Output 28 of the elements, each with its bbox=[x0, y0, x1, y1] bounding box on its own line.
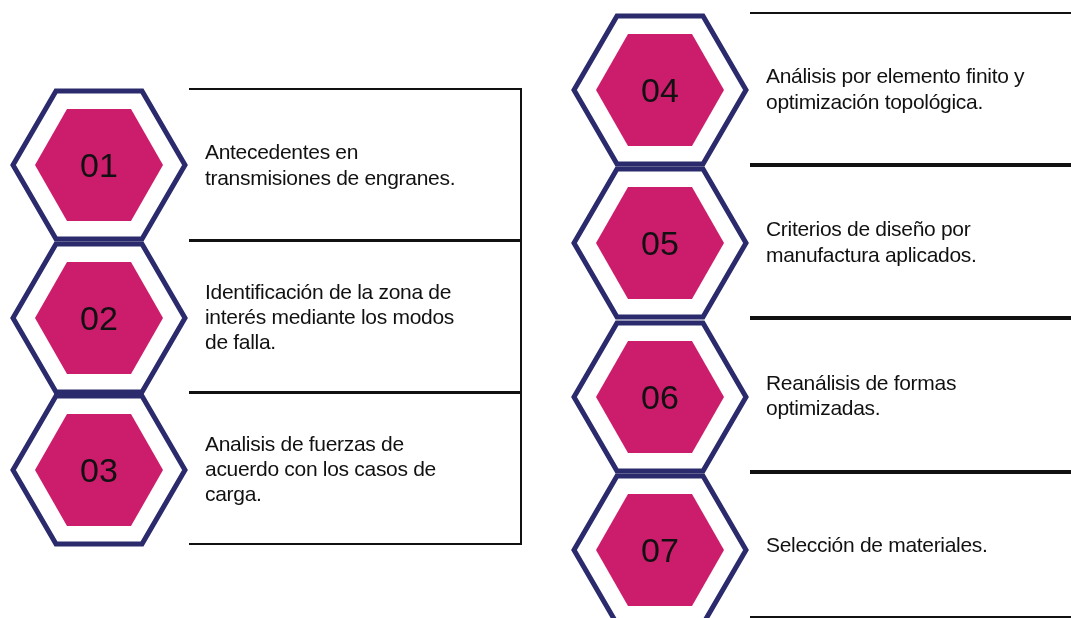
step-card bbox=[189, 88, 522, 241]
step-description: Selección de materiales. bbox=[766, 532, 988, 558]
step-number: 04 bbox=[640, 70, 680, 110]
hexagon-badge bbox=[571, 473, 749, 618]
step-card bbox=[750, 472, 1071, 618]
step-card bbox=[189, 240, 522, 393]
hexagon-badge bbox=[571, 166, 749, 320]
step-description: Identificación de la zona de interés mediante los modos de falla. bbox=[205, 278, 455, 355]
hexagon-badge bbox=[571, 320, 749, 474]
step-number: 02 bbox=[79, 298, 119, 338]
step-number: 07 bbox=[640, 530, 680, 570]
step-description: Analisis de fuerzas de acuerdo con los casos de carga. bbox=[205, 430, 437, 507]
step-number: 03 bbox=[79, 450, 119, 490]
step-description: Antecedentes en transmisiones de engranes. bbox=[205, 139, 457, 190]
step-card bbox=[750, 165, 1071, 318]
step-description: Criterios de diseño por manufactura aplicados. bbox=[766, 216, 978, 267]
hexagon-badge bbox=[10, 393, 188, 547]
step-description: Análisis por elemento finito y optimización topológica. bbox=[766, 63, 1026, 114]
step-number: 06 bbox=[640, 377, 680, 417]
step-description: Reanálisis de formas optimizadas. bbox=[766, 369, 958, 421]
hexagon-badge bbox=[10, 241, 188, 395]
step-card bbox=[750, 318, 1071, 472]
hexagon-badge bbox=[571, 13, 749, 167]
step-card bbox=[750, 12, 1071, 165]
step-card bbox=[189, 392, 522, 545]
hexagon-badge bbox=[10, 88, 188, 242]
step-number: 05 bbox=[640, 223, 680, 263]
step-number: 01 bbox=[79, 145, 119, 185]
